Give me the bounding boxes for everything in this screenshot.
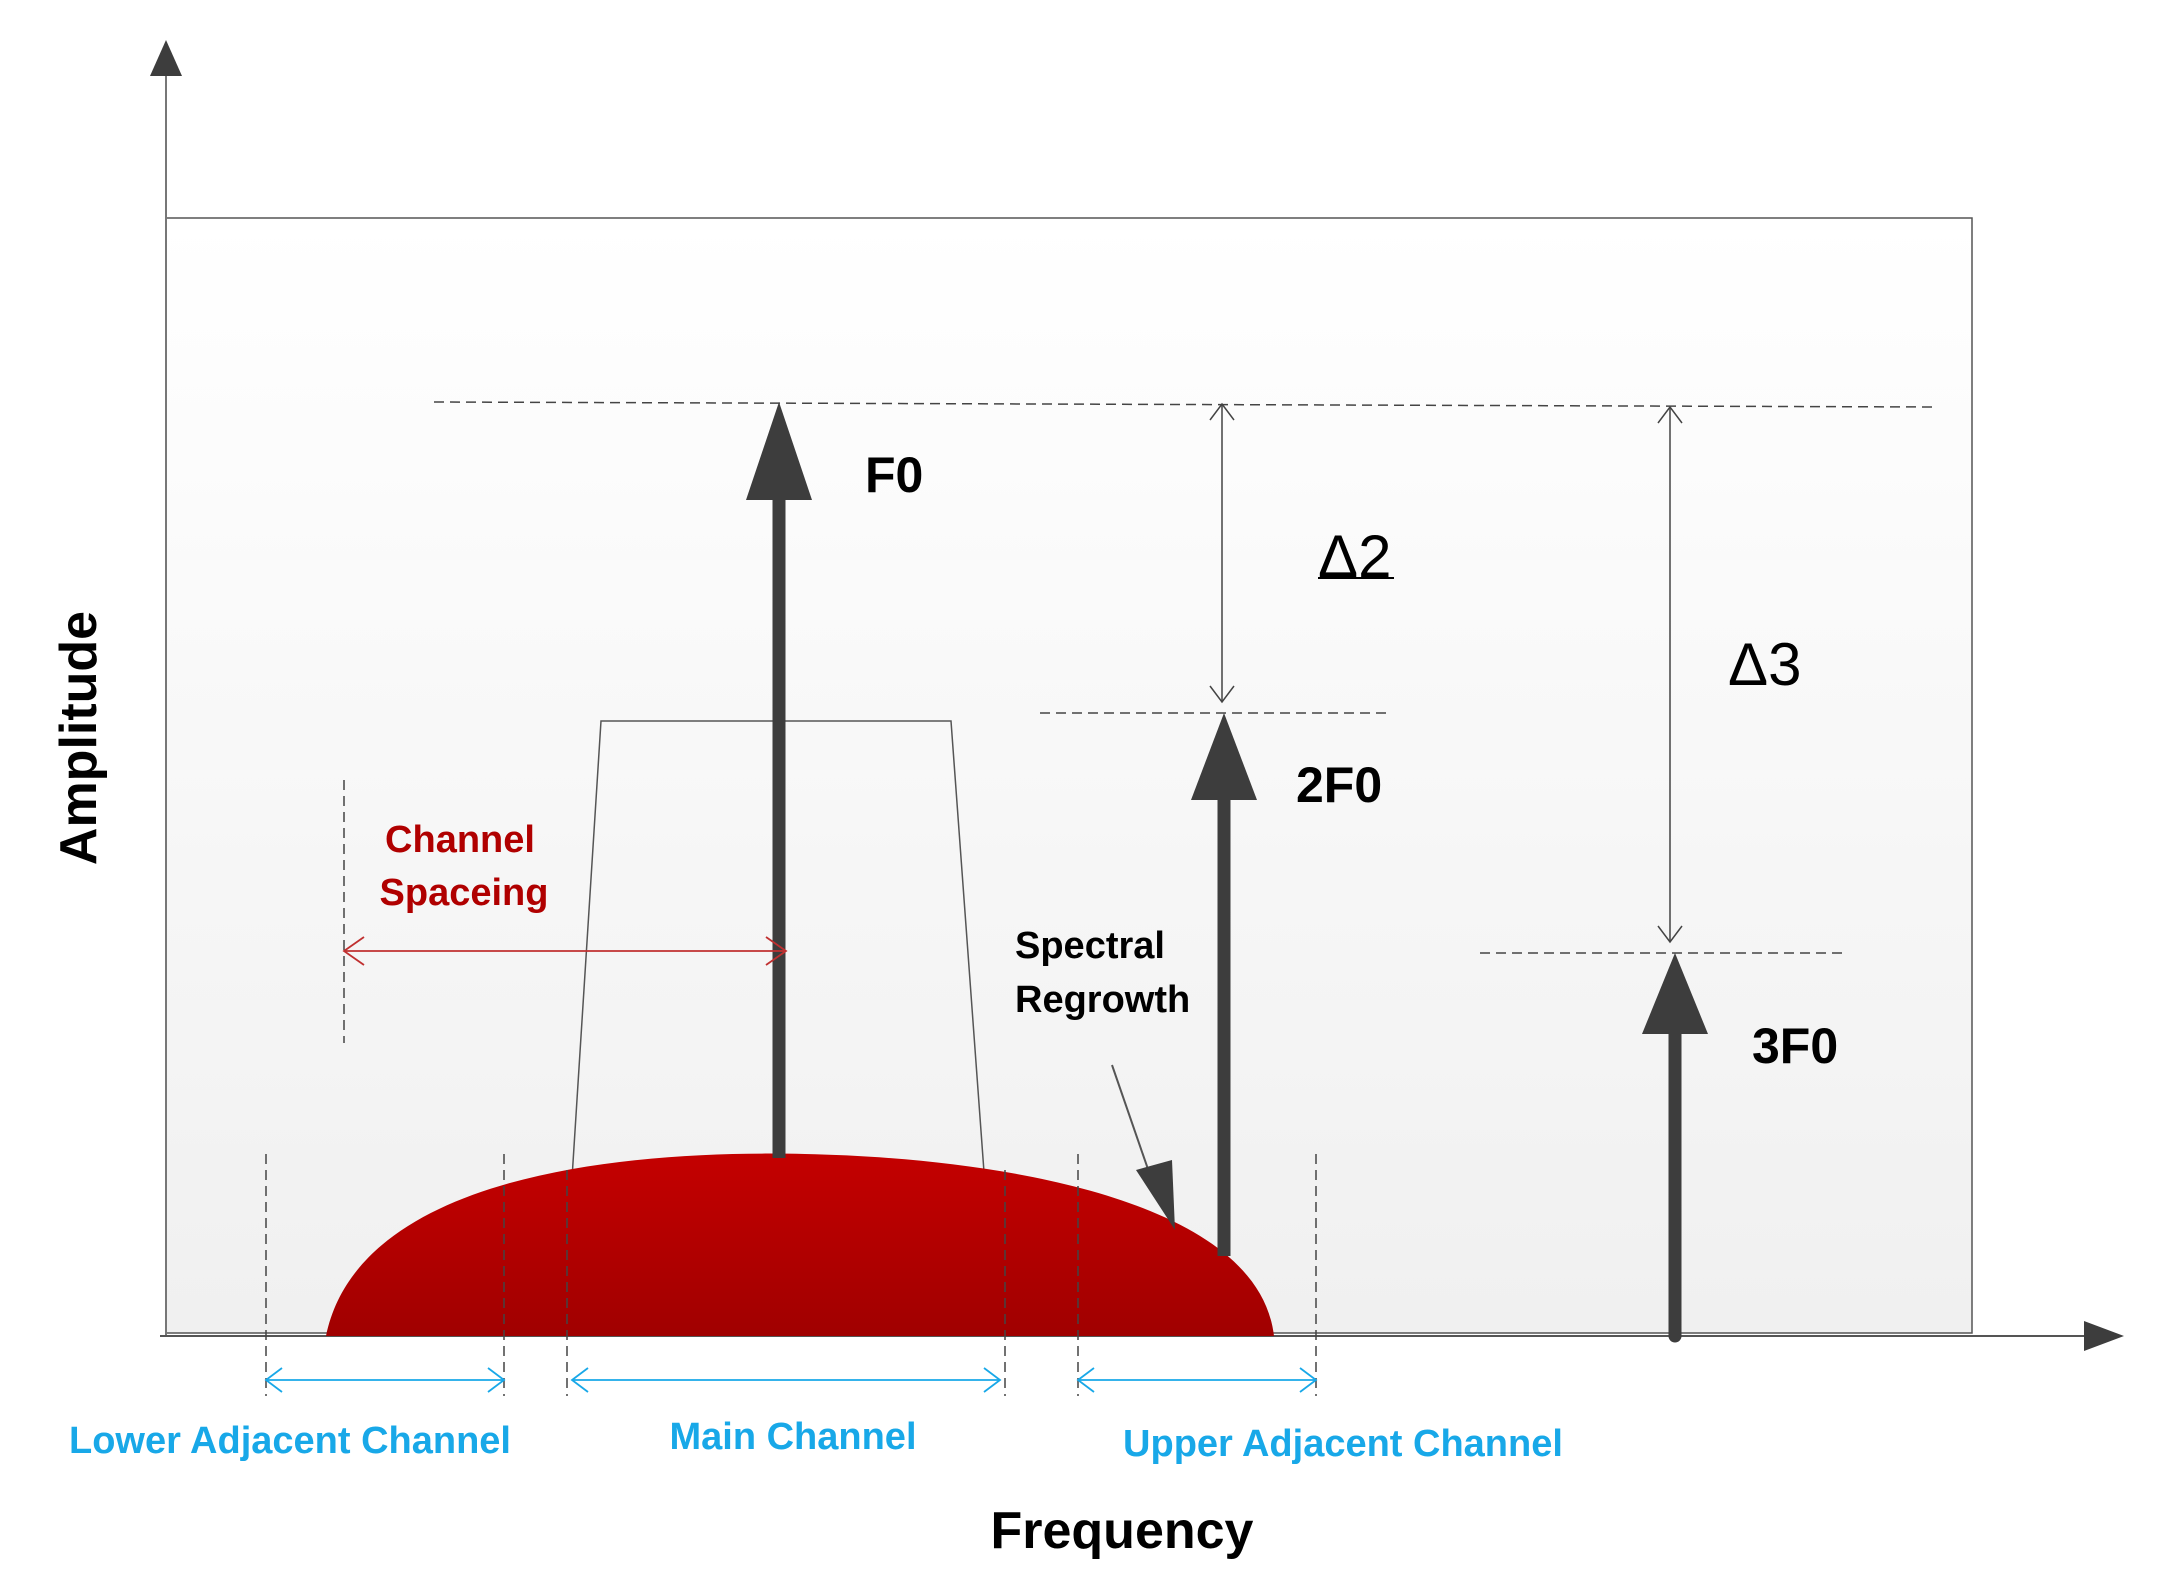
spectral-regrowth-label-line2: Regrowth bbox=[1015, 979, 1190, 1021]
spectral-regrowth-pointer bbox=[1111, 1064, 1175, 1230]
channel-spacing-arrow bbox=[342, 936, 788, 966]
main-channel-label: Main Channel bbox=[669, 1416, 916, 1458]
y-axis bbox=[150, 40, 182, 1336]
x-axis-label: Frequency bbox=[991, 1502, 1254, 1560]
delta3-measure bbox=[1657, 405, 1683, 944]
plot-panel bbox=[165, 217, 1973, 1334]
lower-channel-arrow bbox=[264, 1367, 506, 1393]
2f0-arrowhead bbox=[1191, 713, 1257, 800]
spectral-regrowth-label-line1: Spectral bbox=[1015, 925, 1165, 967]
delta2-measure bbox=[1209, 402, 1235, 704]
spectral-dome bbox=[326, 1153, 1274, 1336]
delta3-label: Δ3 bbox=[1728, 631, 1801, 698]
upper-channel-arrow bbox=[1076, 1367, 1318, 1393]
3f0-arrowhead bbox=[1642, 953, 1708, 1034]
upper-channel-label: Upper Adjacent Channel bbox=[1123, 1423, 1563, 1465]
delta2-label: Δ2 bbox=[1318, 523, 1391, 590]
2f0-label: 2F0 bbox=[1296, 757, 1382, 813]
f0-label: F0 bbox=[865, 447, 923, 503]
channel-spacing-label-line1: Channel bbox=[385, 819, 535, 861]
3f0-label: 3F0 bbox=[1752, 1018, 1838, 1074]
lower-channel-label: Lower Adjacent Channel bbox=[69, 1420, 511, 1462]
reference-lines bbox=[265, 401, 1936, 1396]
3f0-arrow bbox=[1642, 953, 1708, 1343]
2f0-arrow bbox=[1191, 713, 1257, 1256]
channel-width-arrows bbox=[264, 1367, 1318, 1393]
y-axis-label: Amplitude bbox=[50, 611, 108, 865]
main-channel-arrow bbox=[570, 1367, 1002, 1393]
f0-arrow bbox=[746, 402, 812, 1158]
f0-arrowhead bbox=[746, 402, 812, 500]
x-axis-arrowhead bbox=[2084, 1321, 2124, 1351]
y-axis-arrowhead bbox=[150, 40, 182, 76]
channel-spacing-label-line2: Spaceing bbox=[380, 872, 549, 914]
f0-level-line bbox=[433, 401, 1936, 408]
